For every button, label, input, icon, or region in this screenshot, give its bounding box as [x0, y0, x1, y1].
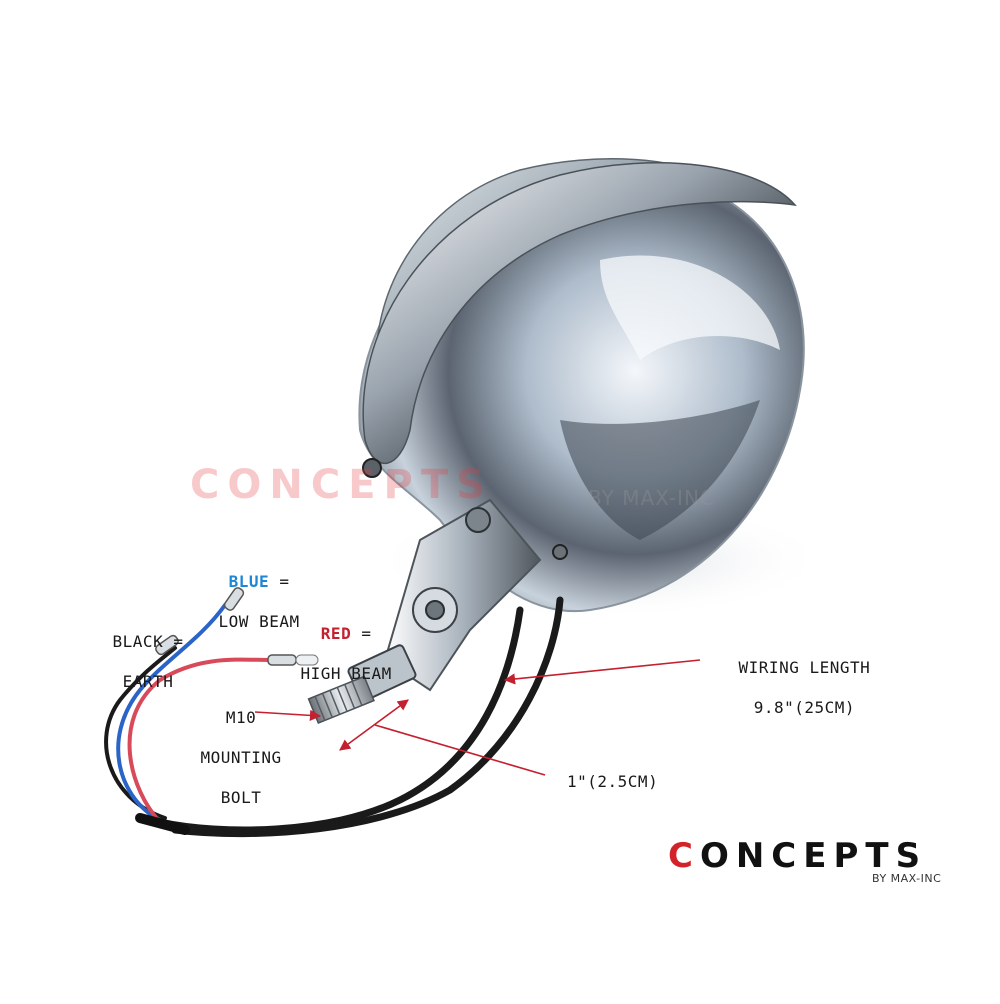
red-wire-label: RED = HIGH BEAM: [260, 604, 392, 704]
shell-screw: [552, 544, 568, 560]
wiring-length-arrow: [503, 659, 701, 685]
low-beam-text: LOW BEAM: [218, 612, 300, 631]
black-word: BLACK =: [112, 632, 184, 651]
mounting-bolt-label: M10 MOUNTING BOLT: [160, 688, 282, 828]
logo-rest: ONCEPTS: [699, 836, 928, 876]
watermark-sub: BY MAX-INC: [588, 486, 715, 510]
bolt-pointer-arrow: [254, 709, 322, 721]
blue-equals: =: [269, 572, 290, 591]
high-beam-text: HIGH BEAM: [300, 664, 392, 683]
earth-text: EARTH: [122, 672, 174, 691]
bracket-pivot-bolt: [465, 507, 491, 533]
chrome-rim: [362, 162, 797, 465]
concepts-logo: CONCEPTS: [668, 836, 927, 876]
red-word: RED: [320, 624, 352, 643]
bolt-text: BOLT: [220, 788, 262, 807]
logo-first-letter: C: [668, 836, 700, 876]
blue-word: BLUE: [228, 572, 270, 591]
m10-text: M10: [225, 708, 257, 727]
wiring-harness: [104, 596, 564, 838]
black-wire-label: BLACK = EARTH: [72, 612, 183, 712]
blue-wire-connector: [223, 587, 245, 611]
bolt-length-arrow: [339, 699, 409, 751]
bullet-connectors: [155, 587, 319, 666]
wiring-length-label: WIRING LENGTH 9.8"(25CM): [698, 638, 870, 738]
bolt-length-leader: [374, 724, 546, 776]
wiring-length-value: 9.8"(25CM): [753, 698, 856, 717]
logo-subtitle: BY MAX-INC: [872, 872, 942, 885]
rim-screw: [362, 458, 382, 478]
wiring-length-title: WIRING LENGTH: [738, 658, 871, 677]
watermark-brand: CONCEPTS: [190, 462, 493, 508]
blue-wire-label: BLUE = LOW BEAM: [178, 552, 300, 652]
black-wire-connector: [155, 634, 179, 656]
bolt-length-label: 1"(2.5CM): [567, 772, 659, 791]
annotation-arrows: [254, 659, 701, 776]
red-equals: =: [351, 624, 372, 643]
mounting-text: MOUNTING: [200, 748, 282, 767]
